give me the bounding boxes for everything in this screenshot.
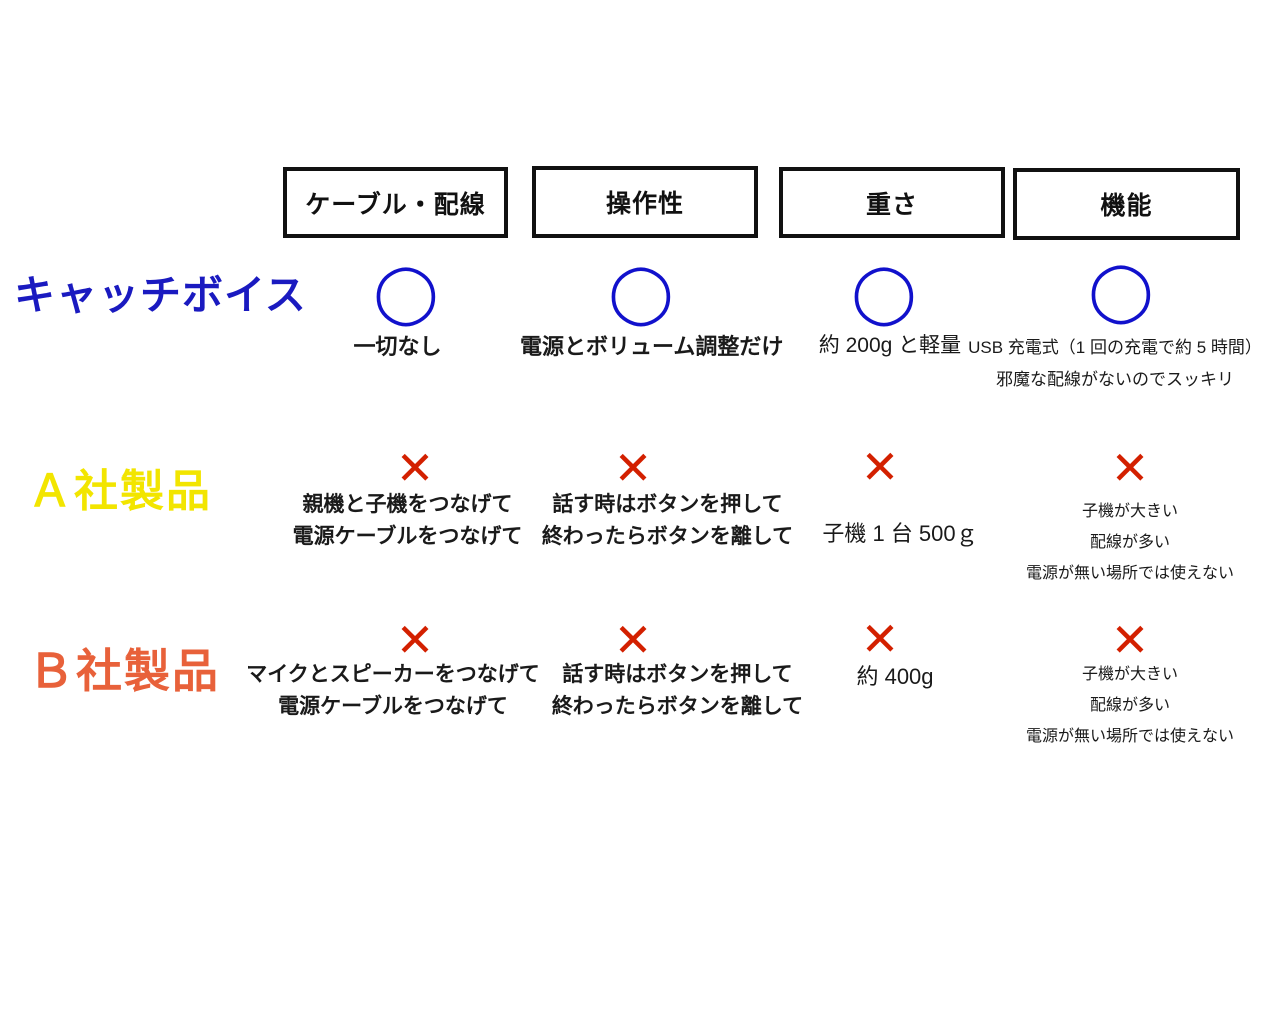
row-label-catchvoice: キャッチボイス bbox=[14, 272, 307, 318]
cross-mark-icon: ✕ bbox=[613, 613, 653, 667]
cell-line: USB 充電式（1 回の充電で約 5 時間） bbox=[968, 338, 1262, 357]
cell-line: 一切なし bbox=[353, 334, 442, 359]
cell-line: 子機が大きい bbox=[1081, 666, 1178, 683]
cell-line: 話す時はボタンを押して bbox=[562, 663, 793, 686]
table-cell: 話す時はボタンを押して 終わったらボタンを離して bbox=[545, 659, 810, 722]
column-header-label: 重さ bbox=[865, 190, 918, 219]
column-header-weight: 重さ bbox=[779, 167, 1005, 238]
cell-line: 電源が無い場所では使えない bbox=[1025, 728, 1234, 746]
table-cell: 一切なし bbox=[285, 330, 510, 363]
cell-line: 配線が多い bbox=[1089, 697, 1170, 715]
cross-mark-icon: ✕ bbox=[395, 613, 435, 667]
circle-mark-icon: ◯ bbox=[608, 258, 674, 326]
table-cell: USB 充電式（1 回の充電で約 5 時間） 邪魔な配線がないのでスッキリ bbox=[960, 332, 1270, 397]
table-cell: 子機が大きい 配線が多い 電源が無い場所では使えない bbox=[1010, 496, 1250, 590]
table-cell: 話す時はボタンを押して 終わったらボタンを離して bbox=[535, 489, 800, 552]
column-header-label: 操作性 bbox=[605, 190, 684, 218]
cell-line: 電源ケーブルをつなげて bbox=[292, 524, 523, 548]
table-cell: マイクとスピーカーをつなげて 電源ケーブルをつなげて bbox=[243, 659, 543, 722]
table-cell: 約 200g と軽量 bbox=[790, 330, 990, 362]
cross-mark-icon: ✕ bbox=[613, 441, 653, 495]
cell-line: 邪魔な配線がないのでスッキリ bbox=[996, 370, 1234, 390]
table-cell: 電源とボリューム調整だけ bbox=[520, 330, 784, 363]
cell-line: 終わったらボタンを離して bbox=[551, 694, 804, 718]
cell-line: 約 400g bbox=[856, 664, 934, 689]
circle-mark-icon: ◯ bbox=[373, 258, 439, 326]
cell-line: マイクとスピーカーをつなげて bbox=[246, 663, 540, 686]
cross-mark-icon: ✕ bbox=[860, 612, 900, 666]
column-header-label: 機能 bbox=[1100, 192, 1153, 220]
table-cell: 子機が大きい 配線が多い 電源が無い場所では使えない bbox=[1010, 659, 1250, 753]
cell-line: 電源が無い場所では使えない bbox=[1025, 565, 1234, 583]
circle-mark-icon: ◯ bbox=[851, 258, 917, 326]
cell-line: 親機と子機をつなげて bbox=[302, 493, 513, 516]
cross-mark-icon: ✕ bbox=[1110, 613, 1150, 667]
column-header-operability: 操作性 bbox=[532, 166, 758, 238]
table-cell: 親機と子機をつなげて 電源ケーブルをつなげて bbox=[285, 489, 530, 552]
table-cell: 子機 1 台 500ｇ bbox=[800, 517, 1000, 550]
cell-line: 配線が多い bbox=[1089, 534, 1170, 552]
cross-mark-icon: ✕ bbox=[860, 440, 900, 494]
cell-line: 終わったらボタンを離して bbox=[541, 524, 794, 548]
row-label-company-b: Ｂ社製品 bbox=[28, 645, 220, 697]
cross-mark-icon: ✕ bbox=[395, 441, 435, 495]
cross-mark-icon: ✕ bbox=[1110, 441, 1150, 495]
cell-line: 約 200g と軽量 bbox=[818, 334, 962, 357]
cell-line: 子機が大きい bbox=[1081, 503, 1178, 520]
cell-line: 電源ケーブルをつなげて bbox=[278, 694, 508, 718]
column-header-label: ケーブル・配線 bbox=[305, 190, 486, 219]
cell-line: 電源とボリューム調整だけ bbox=[520, 334, 784, 359]
column-header-features: 機能 bbox=[1013, 168, 1240, 240]
cell-line: 話す時はボタンを押して bbox=[552, 493, 783, 516]
column-header-cable-wiring: ケーブル・配線 bbox=[283, 167, 508, 238]
row-label-company-a: Ａ社製品 bbox=[28, 467, 212, 516]
cell-line: 子機 1 台 500ｇ bbox=[822, 521, 978, 546]
table-cell: 約 400g bbox=[800, 660, 990, 693]
circle-mark-icon: ◯ bbox=[1088, 256, 1154, 324]
